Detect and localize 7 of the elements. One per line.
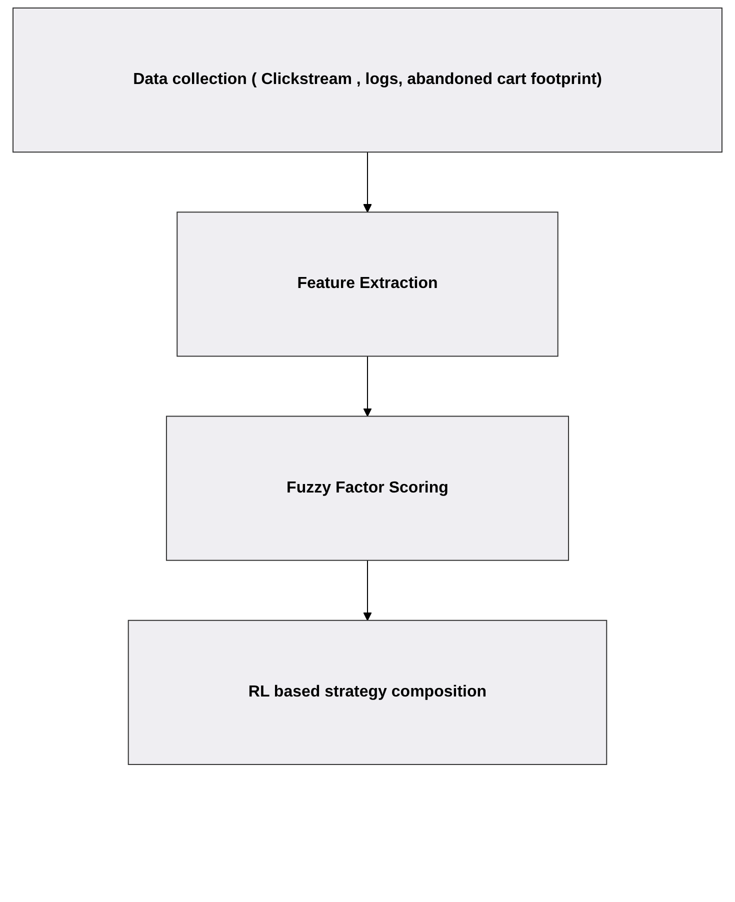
- node-box: Feature Extraction: [176, 212, 558, 357]
- node-box: Fuzzy Factor Scoring: [166, 416, 570, 561]
- arrow: [363, 356, 372, 417]
- node-box: Data collection ( Clickstream , logs, abandoned cart footprint): [12, 8, 722, 153]
- arrow: [363, 560, 372, 621]
- node-box: RL based strategy composition: [128, 620, 608, 765]
- arrow: [363, 152, 372, 213]
